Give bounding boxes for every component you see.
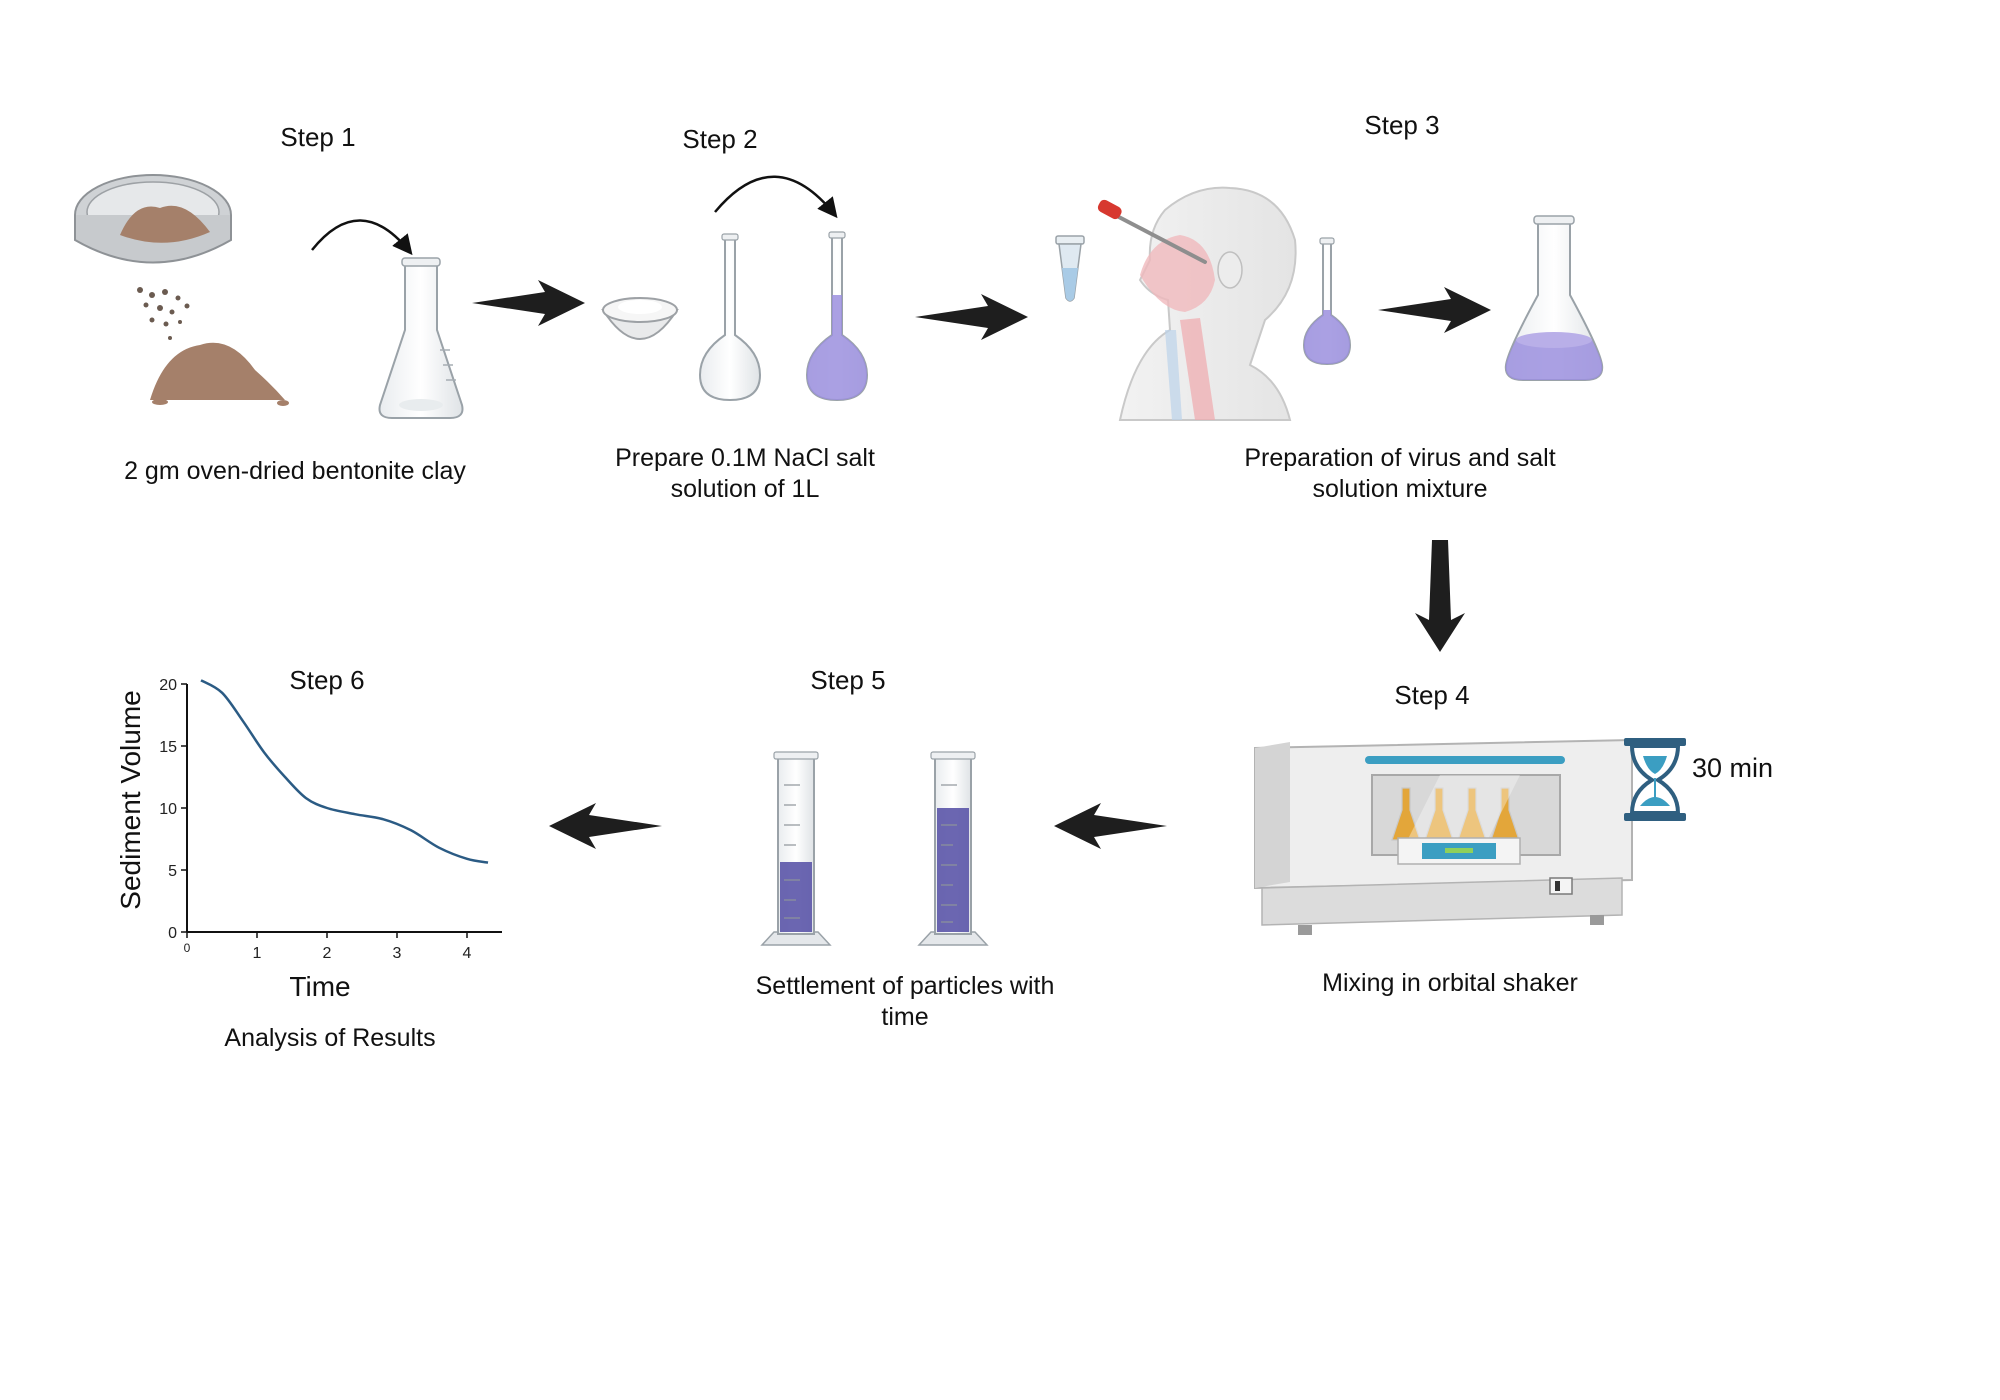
x-tick-label: 3 — [393, 945, 402, 962]
flow-arrow-4-5 — [1054, 803, 1167, 849]
falling-clay-particles — [137, 287, 190, 340]
step2-caption-line1: Prepare 0.1M NaCl salt — [615, 444, 875, 472]
volumetric-flask-empty-icon — [698, 233, 762, 402]
flow-arrow-2-3 — [915, 294, 1028, 340]
clay-pile-icon — [150, 342, 289, 406]
step2-caption-line2: solution of 1L — [670, 475, 820, 503]
step3-title: Step 3 — [1364, 110, 1440, 140]
flow-arrow-5-6 — [549, 803, 662, 849]
sediment-volume-line — [200, 679, 489, 864]
step1-sieve-icon — [74, 174, 232, 264]
volumetric-flask-filled-icon — [805, 231, 869, 402]
y-tick-label: 5 — [168, 863, 177, 880]
flow-arrow-3-4 — [1415, 540, 1465, 652]
salt-bowl-icon — [601, 297, 679, 340]
x-tick-label: 1 — [253, 945, 262, 962]
y-tick-label: 20 — [159, 677, 177, 694]
step2-curved-arrow — [714, 175, 838, 219]
hourglass-icon — [1624, 738, 1686, 821]
nasal-swab-head-icon — [1097, 186, 1297, 421]
step2-title: Step 2 — [682, 124, 758, 154]
step1-curved-arrow — [311, 219, 413, 256]
step1-title: Step 1 — [280, 122, 356, 152]
cylinder-low-sediment-icon — [760, 751, 832, 946]
step6-title: Step 6 — [289, 665, 365, 695]
step3-caption-line1: Preparation of virus and salt — [1244, 444, 1556, 472]
x-tick-label: 4 — [463, 945, 472, 962]
step5-title: Step 5 — [810, 665, 886, 695]
mixture-flask-icon — [1504, 215, 1604, 381]
flow-arrow-3-mix — [1378, 287, 1491, 333]
chart-x-label: Time — [289, 971, 350, 1002]
x-tick-label: 2 — [323, 945, 332, 962]
timer-label: 30 min — [1692, 753, 1774, 783]
y-tick-label: 10 — [159, 801, 177, 818]
step1-caption: 2 gm oven-dried bentonite clay — [124, 457, 466, 485]
step2-caption: Prepare 0.1M NaCl salt solution of 1L — [560, 443, 930, 505]
erlenmeyer-flask-icon — [378, 257, 464, 419]
flow-arrow-1-2 — [472, 280, 585, 326]
step5-caption-line1: Settlement of particles with — [755, 972, 1055, 1000]
x-tick-label: 0 — [184, 941, 191, 955]
volumetric-flask-small-icon — [1302, 237, 1352, 366]
orbital-shaker-icon — [1254, 738, 1633, 935]
step4-caption: Mixing in orbital shaker — [1322, 969, 1578, 997]
step5-caption: Settlement of particles with time — [720, 971, 1090, 1033]
cylinder-high-sediment-icon — [917, 751, 989, 946]
step4-title: Step 4 — [1394, 680, 1470, 710]
sediment-volume-chart: 0 1 2 3 4 0 5 10 15 20 Time Sediment Volume — [115, 677, 502, 1002]
y-tick-label: 0 — [168, 925, 177, 942]
step6-caption: Analysis of Results — [224, 1024, 436, 1052]
chart-y-label: Sediment Volume — [115, 690, 146, 909]
step3-caption: Preparation of virus and salt solution m… — [1210, 443, 1590, 505]
y-tick-label: 15 — [159, 739, 177, 756]
step3-caption-line2: solution mixture — [1312, 475, 1488, 503]
sample-tube-icon — [1055, 235, 1085, 302]
step5-caption-line2: time — [881, 1003, 929, 1031]
